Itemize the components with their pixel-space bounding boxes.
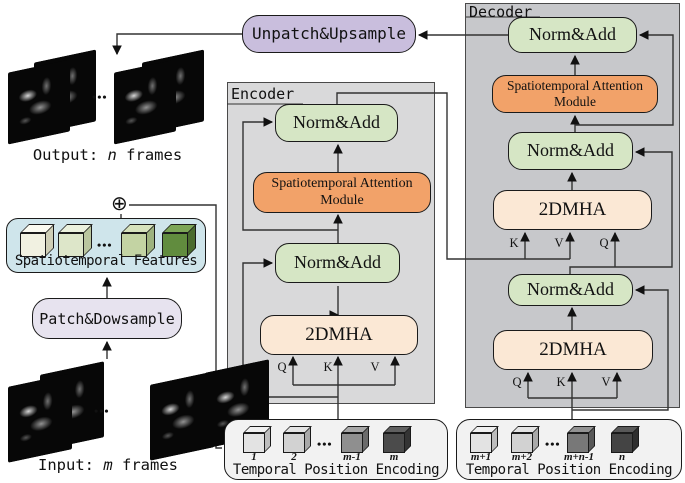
encoder-2dmha-block: 2DMHA — [260, 315, 418, 355]
decoder-mid-v-label: V — [554, 236, 564, 250]
encoder-norm-add-bottom: Norm&Add — [275, 243, 400, 283]
encoder-attention-module: Spatiotemporal Attention Module — [253, 172, 431, 213]
encoder-norm-add-top: Norm&Add — [275, 104, 398, 142]
tpe-left-ellipsis: ••• — [317, 437, 333, 451]
input-frame-front-2 — [150, 371, 214, 461]
norm-add-label: Norm&Add — [293, 112, 380, 133]
decoder-norm-add-middle: Norm&Add — [508, 132, 633, 170]
tpe-right-cube-4 — [611, 426, 640, 453]
tpe-left-cube-label-3: m-1 — [343, 451, 361, 463]
tpe-right-cube-1 — [470, 426, 499, 453]
patch-downsample-label: Patch&Dowsample — [39, 309, 175, 328]
norm-add-label: Norm&Add — [527, 279, 614, 300]
input-caption-post: frames — [112, 456, 178, 474]
plus-circle-icon: ⊕ — [111, 193, 128, 215]
input-caption-var: m — [103, 456, 113, 474]
decoder-attention-module: Spatiotemporal Attention Module — [492, 75, 658, 113]
encoder-v-label: V — [370, 360, 380, 374]
feature-cubes-ellipsis: ••• — [97, 238, 113, 252]
decoder-2dmha-bottom: 2DMHA — [493, 330, 653, 370]
2dmha-label: 2DMHA — [538, 198, 607, 220]
tpe-right-cube-3 — [567, 426, 596, 453]
norm-add-label: Norm&Add — [529, 24, 616, 45]
attention-module-label-line2: Module — [320, 192, 364, 208]
tpe-right-title: Temporal Position Encoding — [465, 462, 673, 478]
tpe-right-cube-2 — [511, 426, 540, 453]
decoder-mid-k-label: K — [509, 236, 519, 250]
input-frames-ellipsis: ••• — [94, 404, 110, 418]
tpe-right-cube-label-4: n — [618, 451, 626, 463]
tpe-right-cube-label-1: m+1 — [470, 451, 492, 463]
decoder-norm-add-top: Norm&Add — [508, 17, 637, 53]
output-caption-post: frames — [116, 146, 183, 164]
decoder-mid-q-label: Q — [599, 236, 609, 250]
decoder-low-q-label: Q — [512, 375, 522, 389]
2dmha-label: 2DMHA — [305, 323, 373, 345]
feature-cube-2 — [58, 224, 93, 257]
attention-module-label-line1: Spatiotemporal Attention — [271, 175, 413, 191]
decoder-norm-add-bottom: Norm&Add — [508, 274, 633, 306]
tpe-left-title: Temporal Position Encoding — [232, 462, 440, 478]
tpe-left-cube-label-2: 2 — [291, 451, 297, 463]
input-caption-pre: Input: — [38, 456, 104, 474]
output-frames-ellipsis: ••• — [92, 90, 108, 104]
tpe-left-cube-2 — [283, 426, 312, 453]
2dmha-label: 2DMHA — [539, 338, 607, 360]
output-caption-pre: Output: — [32, 146, 108, 164]
tpe-right-cube-label-3: m+n-1 — [563, 451, 595, 463]
input-caption: Input: m frames — [28, 456, 188, 474]
norm-add-label: Norm&Add — [527, 140, 614, 161]
feature-cube-1 — [20, 224, 55, 257]
tpe-left-cube-3 — [341, 426, 370, 453]
norm-add-label: Norm&Add — [294, 252, 381, 273]
encoder-panel-label: Encoder — [231, 85, 295, 103]
tpe-left-cube-label-1: 1 — [251, 451, 257, 463]
unpatch-upsample-block: Unpatch&Upsample — [242, 15, 416, 53]
unpatch-to-output — [112, 33, 242, 56]
output-frame-front-1 — [8, 59, 70, 145]
output-frame-front-2 — [114, 59, 176, 145]
encoder-q-label: Q — [277, 360, 287, 374]
decoder-panel-label: Decoder — [469, 3, 533, 21]
attention-module-label-line2: Module — [554, 94, 596, 109]
tpe-left-cube-label-4: m — [389, 451, 399, 463]
input-frame-front-1 — [8, 373, 72, 463]
decoder-low-k-label: K — [556, 375, 566, 389]
tpe-right-ellipsis: ••• — [545, 437, 561, 451]
decoder-2dmha-middle: 2DMHA — [493, 190, 652, 230]
spatiotemporal-features-label: Spatiotemporal Features — [14, 253, 198, 269]
output-caption: Output: n frames — [25, 146, 190, 164]
decoder-low-v-label: V — [601, 375, 611, 389]
patch-downsample-block: Patch&Dowsample — [32, 298, 182, 339]
tpe-left-cube-1 — [243, 426, 272, 453]
output-caption-var: n — [107, 146, 117, 164]
tpe-left-cube-4 — [383, 426, 412, 453]
encoder-k-label: K — [323, 360, 333, 374]
tpe-right-cube-label-2: m+2 — [511, 451, 533, 463]
unpatch-upsample-label: Unpatch&Upsample — [251, 24, 407, 44]
attention-module-label-line1: Spatiotemporal Attention — [506, 77, 644, 93]
